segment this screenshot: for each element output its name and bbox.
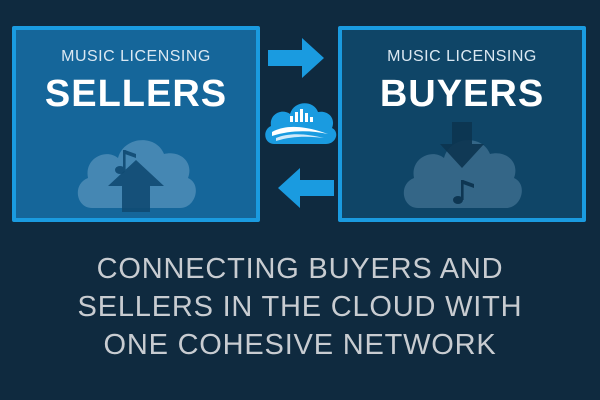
tagline-line-2: SELLERS IN THE CLOUD WITH (77, 291, 523, 323)
tagline-line-1: CONNECTING BUYERS AND (96, 253, 504, 285)
sellers-title: SELLERS (44, 73, 228, 115)
arrow-left-icon (278, 168, 334, 208)
cloud-logo-icon (265, 103, 337, 144)
buyers-title: BUYERS (379, 73, 545, 115)
tagline: CONNECTING BUYERS AND SELLERS IN THE CLO… (0, 250, 600, 364)
arrow-right-icon (268, 38, 324, 78)
tagline-line-3: ONE COHESIVE NETWORK (103, 329, 497, 361)
cloud-download-music-icon (403, 122, 522, 208)
cloud-upload-music-icon (77, 140, 196, 212)
buyers-panel: MUSIC LICENSING BUYERS (338, 26, 586, 222)
sellers-panel: MUSIC LICENSING SELLERS (12, 26, 260, 222)
buyers-subtitle: MUSIC LICENSING (387, 48, 537, 65)
sellers-subtitle: MUSIC LICENSING (61, 48, 211, 65)
